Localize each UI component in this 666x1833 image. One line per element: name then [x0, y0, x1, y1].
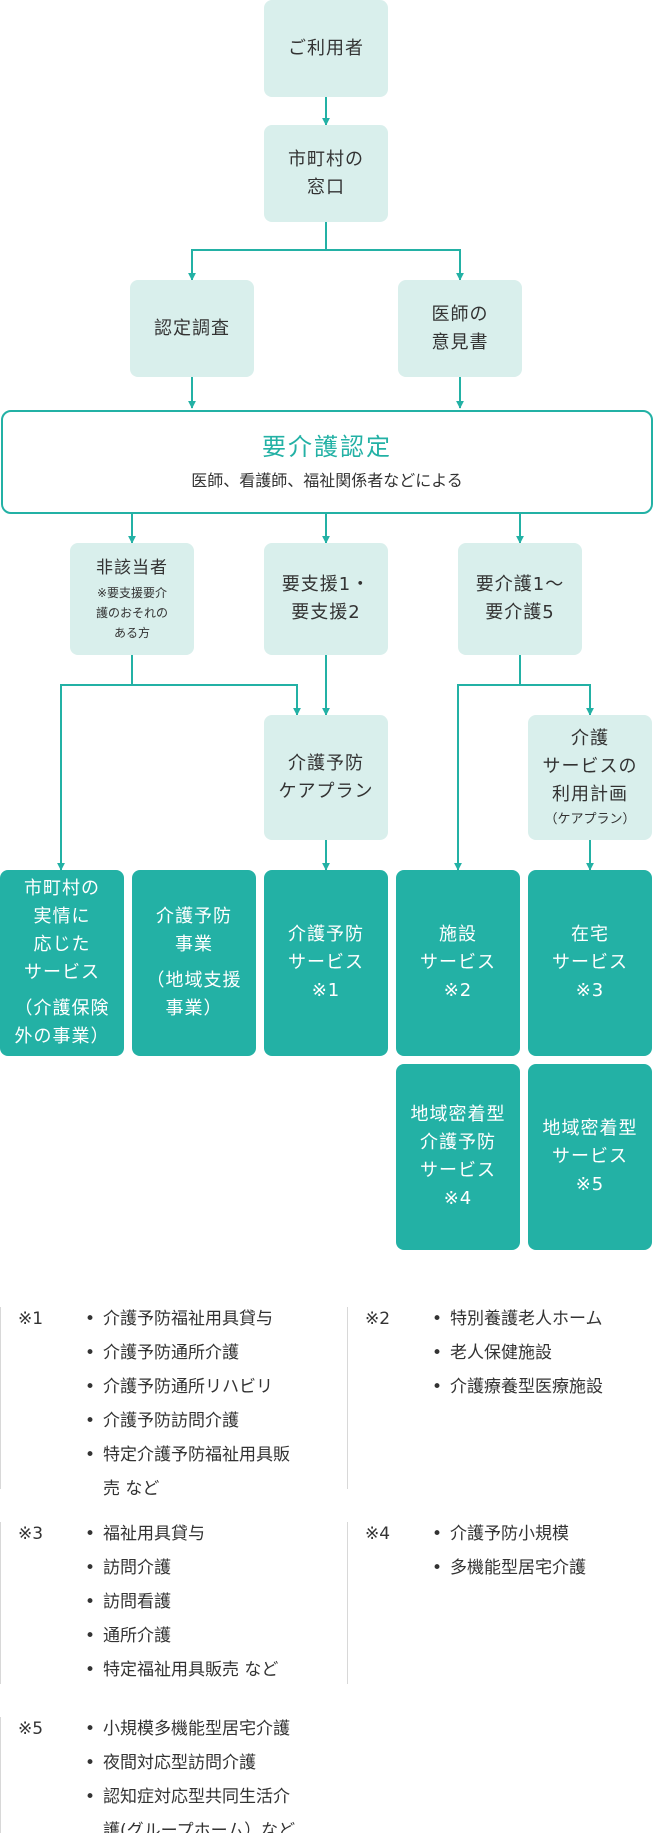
arrow-not-applicable-to-prevplan: [132, 684, 301, 716]
prevention-careplan-box: 介護予防 ケアプラン: [264, 715, 388, 840]
community-prevention-box: 地域密着型 介護予防 サービス ※4: [396, 1064, 520, 1250]
prevention-business-box: 介護予防 事業 （地域支援 事業）: [132, 870, 256, 1056]
certification-title: 要介護認定: [262, 433, 392, 461]
support-levels-box: 要支援1・ 要支援2: [264, 543, 388, 655]
note-divider: [0, 1307, 1, 1489]
doctor-opinion-label: 医師の 意見書: [431, 303, 489, 353]
note-item: 介護予防訪問介護: [83, 1404, 336, 1438]
note-mark: ※4: [365, 1524, 391, 1544]
note-item: 介護療養型医療施設: [430, 1370, 665, 1404]
note-item: 通所介護: [83, 1619, 336, 1653]
note-divider: [347, 1307, 348, 1489]
line-window-split: [191, 222, 327, 283]
note-2: ※2 特別養護老人ホーム 老人保健施設 介護療養型医療施設: [365, 1302, 665, 1404]
note-divider: [347, 1522, 348, 1684]
community-services-label: 地域密着型 サービス ※5: [542, 1118, 638, 1195]
municipal-services-box: 市町村の 実情に 応じた サービス （介護保険 外の事業）: [0, 870, 124, 1056]
note-item: 介護予防小規模: [430, 1517, 665, 1551]
note-mark: ※5: [18, 1719, 44, 1739]
note-mark: ※2: [365, 1309, 391, 1329]
note-divider: [0, 1717, 1, 1833]
note-1: ※1 介護予防福祉用具貸与 介護予防通所介護 介護予防通所リハビリ 介護予防訪問…: [18, 1302, 336, 1506]
note-item: 特定福祉用具販売 など: [83, 1653, 336, 1687]
support-levels-label: 要支援1・ 要支援2: [281, 574, 371, 623]
not-applicable-title: 非該当者: [96, 558, 168, 578]
note-item: 訪問看護: [83, 1585, 336, 1619]
arrow-not-applicable-to-municipal: [57, 655, 133, 871]
note-item: 多機能型居宅介護: [430, 1551, 665, 1585]
care-plan-label: 介護 サービスの 利用計画: [542, 728, 638, 805]
prevention-careplan-label: 介護予防 ケアプラン: [278, 752, 374, 802]
municipal-services-label: 市町村の 実情に 応じた サービス: [24, 878, 100, 983]
note-item: 小規模多機能型居宅介護: [83, 1712, 336, 1746]
note-item: 福祉用具貸与: [83, 1517, 336, 1551]
home-services-label: 在宅 サービス ※3: [552, 924, 628, 1001]
not-applicable-note: ※要支援要介 護のおそれの ある方: [95, 586, 168, 640]
doctor-opinion-box: 医師の 意見書: [398, 280, 522, 377]
care-plan-box: 介護 サービスの 利用計画 （ケアプラン）: [528, 715, 652, 840]
arrow-to-doctor: [326, 249, 464, 281]
user-label: ご利用者: [288, 37, 364, 59]
prevention-business-sub: （地域支援 事業）: [146, 970, 242, 1019]
facility-services-label: 施設 サービス ※2: [420, 924, 496, 1001]
prevention-services-label: 介護予防 サービス ※1: [288, 924, 364, 1001]
arrow-care-to-careplan: [520, 684, 594, 716]
facility-services-box: 施設 サービス ※2: [396, 870, 520, 1056]
note-item: 認知症対応型共同生活介 護(グループホーム）など: [83, 1780, 336, 1833]
note-item: 特定介護予防福祉用具販 売 など: [83, 1438, 336, 1506]
note-3: ※3 福祉用具貸与 訪問介護 訪問看護 通所介護 特定福祉用具販売 など: [18, 1517, 336, 1687]
note-item: 夜間対応型訪問介護: [83, 1746, 336, 1780]
note-divider: [0, 1522, 1, 1684]
survey-box: 認定調査: [130, 280, 254, 377]
community-prevention-label: 地域密着型 介護予防 サービス ※4: [410, 1104, 506, 1209]
note-4: ※4 介護予防小規模 多機能型居宅介護: [365, 1517, 665, 1585]
prevention-services-box: 介護予防 サービス ※1: [264, 870, 388, 1056]
note-item: 特別養護老人ホーム: [430, 1302, 665, 1336]
user-box: ご利用者: [264, 0, 388, 97]
note-item: 訪問介護: [83, 1551, 336, 1585]
arrow-care-to-facility: [454, 655, 521, 871]
municipal-services-sub: （介護保険 外の事業）: [14, 998, 110, 1047]
survey-label: 認定調査: [154, 317, 230, 339]
home-services-box: 在宅 サービス ※3: [528, 870, 652, 1056]
municipal-window-label: 市町村の 窓口: [288, 148, 364, 198]
care-levels-box: 要介護1～ 要介護5: [458, 543, 582, 655]
community-services-box: 地域密着型 サービス ※5: [528, 1064, 652, 1250]
note-mark: ※1: [18, 1309, 44, 1329]
note-item: 介護予防通所介護: [83, 1336, 336, 1370]
care-levels-label: 要介護1～ 要介護5: [475, 574, 565, 623]
note-5: ※5 小規模多機能型居宅介護 夜間対応型訪問介護 認知症対応型共同生活介 護(グ…: [18, 1712, 336, 1833]
care-plan-sub: （ケアプラン）: [544, 812, 636, 827]
note-item: 介護予防福祉用具貸与: [83, 1302, 336, 1336]
prevention-business-label: 介護予防 事業: [156, 906, 232, 955]
certification-box: 要介護認定 医師、看護師、福祉関係者などによる: [1, 410, 653, 514]
note-item: 介護予防通所リハビリ: [83, 1370, 336, 1404]
note-item: 老人保健施設: [430, 1336, 665, 1370]
municipal-window-box: 市町村の 窓口: [264, 125, 388, 222]
not-applicable-box: 非該当者 ※要支援要介 護のおそれの ある方: [70, 543, 194, 655]
note-mark: ※3: [18, 1524, 44, 1544]
certification-description: 医師、看護師、福祉関係者などによる: [191, 471, 463, 490]
